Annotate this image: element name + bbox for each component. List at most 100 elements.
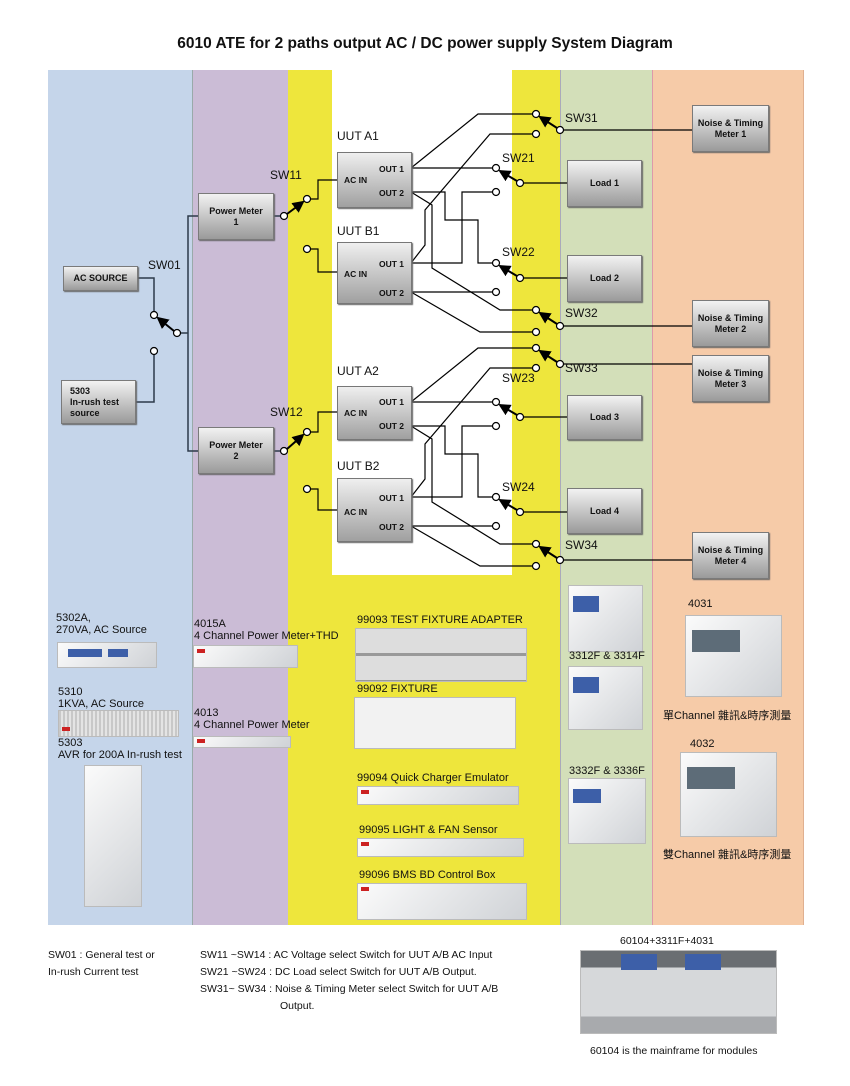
sw33-label: SW33 (565, 361, 598, 375)
wire (410, 133, 533, 264)
load-label: Load 4 (589, 505, 619, 516)
mainframe-caption: 60104 is the mainframe for modules (590, 1045, 758, 1057)
uut-a1-box: AC IN OUT 1 OUT 2 (337, 152, 412, 208)
legend-sw01-line2: In-rush Current test (48, 966, 139, 978)
sw31-label: SW31 (565, 111, 598, 125)
pm4015a-desc: 4 Channel Power Meter+THD (194, 630, 339, 642)
ac-source-label: AC SOURCE (73, 273, 128, 283)
wire (310, 411, 337, 433)
power-meter-number: 1 (233, 216, 239, 227)
noise-meter-label: Noise & Timing (697, 544, 764, 555)
fx99092-label: 99092 FIXTURE (357, 683, 438, 695)
avr5303-photo (84, 765, 142, 907)
display-panel (692, 630, 740, 652)
wire (411, 191, 493, 264)
out2-label: OUT 2 (379, 188, 405, 198)
uut-a2-label: UUT A2 (337, 364, 379, 378)
display-panel (573, 677, 599, 693)
display-panel (685, 954, 721, 970)
brand-mark (361, 790, 369, 794)
uut-b1-label: UUT B1 (337, 224, 380, 238)
power-meter-label: Power Meter (209, 439, 263, 450)
noise-meter-label: Noise & Timing (697, 312, 764, 323)
n4031-photo (685, 615, 782, 697)
n4032-photo (680, 752, 777, 837)
sw21-label: SW21 (502, 151, 535, 165)
pm4015a-model: 4015A (194, 618, 226, 630)
fx99096-photo (357, 883, 527, 920)
avr5303-model: 5303 (58, 737, 83, 749)
fx99094-label: 99094 Quick Charger Emulator (357, 772, 509, 784)
wire (136, 277, 155, 312)
n4031-model: 4031 (688, 598, 713, 610)
ac5310-photo (58, 710, 179, 737)
load-1-box: Load 1 (567, 160, 642, 207)
ac5302a-photo (57, 642, 157, 668)
pm4013-photo (193, 736, 291, 748)
mainframe-title: 60104+3311F+4031 (620, 935, 714, 947)
fx99094-photo (357, 786, 519, 805)
pm4013-model: 4013 (194, 707, 219, 719)
load-3314f-photo (568, 666, 643, 730)
wire (187, 215, 198, 452)
pm4013-desc: 4 Channel Power Meter (194, 719, 310, 731)
load-b-label: 3332F & 3336F (569, 765, 645, 777)
mainframe-photo (580, 950, 777, 1034)
out1-label: OUT 1 (379, 164, 405, 174)
ac-source-box: AC SOURCE (63, 266, 138, 291)
legend-sw2x: SW21 ~SW24 : DC Load select Switch for U… (200, 966, 477, 978)
load-label: Load 1 (589, 178, 619, 188)
inrush-model: 5303 (70, 385, 91, 396)
ac-in-label: AC IN (344, 269, 368, 279)
out1-label: OUT 1 (379, 259, 405, 269)
display-panel (573, 596, 599, 612)
wire (136, 354, 155, 403)
uut-b1-box: AC IN OUT 1 OUT 2 (337, 242, 412, 304)
fx99093-photo (355, 628, 527, 682)
display-panel (687, 767, 735, 789)
wire (310, 179, 337, 200)
n4032-desc: 雙Channel 雜訊&時序測量 (663, 849, 792, 861)
wire (410, 113, 533, 169)
inrush-label-2: source (70, 407, 100, 418)
fx99093-label: 99093 TEST FIXTURE ADAPTER (357, 614, 523, 626)
out2-label: OUT 2 (379, 288, 405, 298)
noise-meter-number: Meter 1 (714, 128, 747, 139)
sw22-label: SW22 (502, 245, 535, 259)
brand-mark (361, 887, 369, 891)
fx99095-label: 99095 LIGHT & FAN Sensor (359, 824, 498, 836)
wire (310, 488, 337, 511)
sw23-label: SW23 (502, 371, 535, 385)
inrush-label: In-rush test (70, 396, 120, 407)
sw24-label: SW24 (502, 480, 535, 494)
load-label: Load 2 (589, 273, 619, 283)
power-meter-label: Power Meter (209, 205, 263, 216)
legend-sw3x-line2: Output. (280, 1000, 315, 1012)
ac5302a-desc: 270VA, AC Source (56, 624, 147, 636)
load-2-box: Load 2 (567, 255, 642, 302)
ac-in-label: AC IN (344, 175, 368, 185)
legend-sw3x: SW31~ SW34 : Noise & Timing Meter select… (200, 983, 499, 995)
load-a-label: 3312F & 3314F (569, 650, 645, 662)
switch-contacts (149, 109, 565, 571)
wire (410, 191, 533, 311)
fx99092-photo (354, 697, 516, 749)
brand-mark (197, 739, 205, 743)
load-4-box: Load 4 (567, 488, 642, 534)
sw11-label: SW11 (270, 168, 302, 182)
noise-meter-label: Noise & Timing (697, 117, 764, 128)
pm4015a-photo (193, 645, 298, 668)
